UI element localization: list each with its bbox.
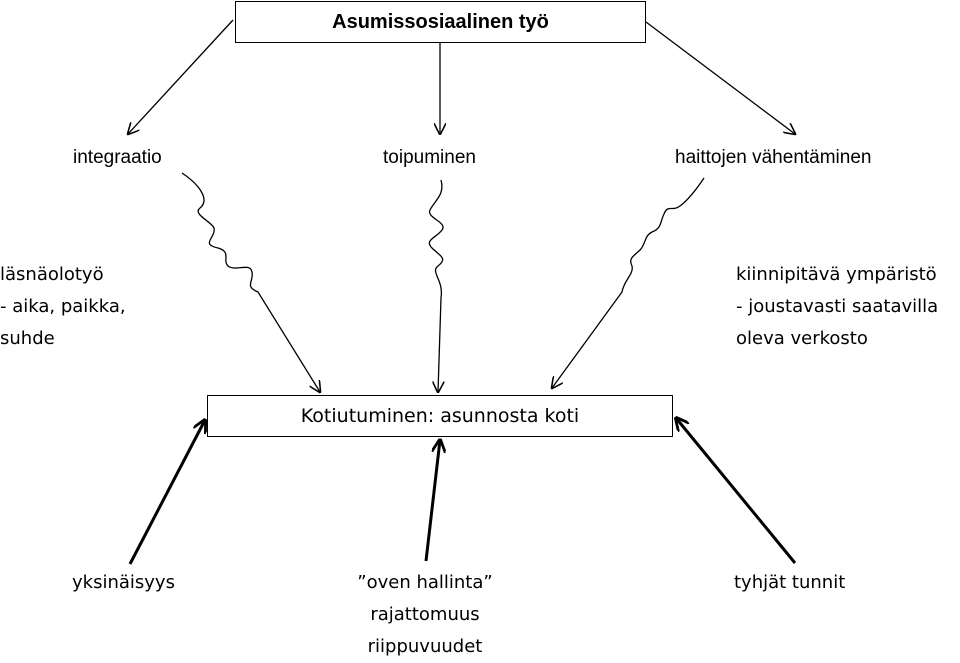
wavy-arrow-center bbox=[428, 179, 443, 392]
label-integraatio: integraatio bbox=[73, 147, 162, 168]
top-box-title: Asumissosiaalinen työ bbox=[332, 10, 549, 33]
left-side-text: läsnäolotyö - aika, paikka, suhde bbox=[0, 259, 126, 355]
bottom-center-line-1: ”oven hallinta” bbox=[357, 572, 493, 593]
wavy-arrow-left bbox=[181, 172, 320, 392]
left-side-line-2: - aika, paikka, bbox=[0, 296, 126, 317]
arrow-to-integraatio bbox=[128, 19, 234, 134]
right-side-line-2: - joustavasti saatavilla bbox=[736, 296, 939, 317]
wavy-arrow-right bbox=[552, 177, 705, 388]
right-side-text: kiinnipitävä ympäristö - joustavasti saa… bbox=[736, 259, 938, 355]
arrow-from-yksinaisyys bbox=[128, 420, 205, 565]
left-side-line-1: läsnäolotyö bbox=[0, 264, 104, 285]
left-side-line-3: suhde bbox=[0, 328, 55, 349]
right-side-line-3: oleva verkosto bbox=[736, 328, 868, 349]
arrow-to-haittojen bbox=[645, 21, 795, 134]
bottom-center-line-3: riippuvuudet bbox=[367, 636, 483, 657]
arrow-from-oven-hallinta bbox=[424, 440, 440, 562]
right-side-line-1: kiinnipitävä ympäristö bbox=[736, 264, 937, 285]
middle-box-kotiutuminen: Kotiutuminen: asunnosta koti bbox=[207, 395, 673, 437]
top-box-asumissosiaalinen-tyo: Asumissosiaalinen työ bbox=[235, 1, 646, 43]
label-tyhjat-tunnit: tyhjät tunnit bbox=[734, 572, 846, 593]
bottom-center-line-2: rajattomuus bbox=[370, 604, 480, 625]
bottom-center-text: ”oven hallinta” rajattomuus riippuvuudet bbox=[335, 567, 515, 663]
label-toipuminen: toipuminen bbox=[383, 147, 476, 168]
arrow-from-tyhjat-tunnit bbox=[676, 418, 797, 564]
label-haittojen-vahentaminen: haittojen vähentäminen bbox=[675, 147, 872, 168]
label-yksinaisyys: yksinäisyys bbox=[72, 572, 175, 593]
middle-box-title: Kotiutuminen: asunnosta koti bbox=[300, 405, 580, 427]
